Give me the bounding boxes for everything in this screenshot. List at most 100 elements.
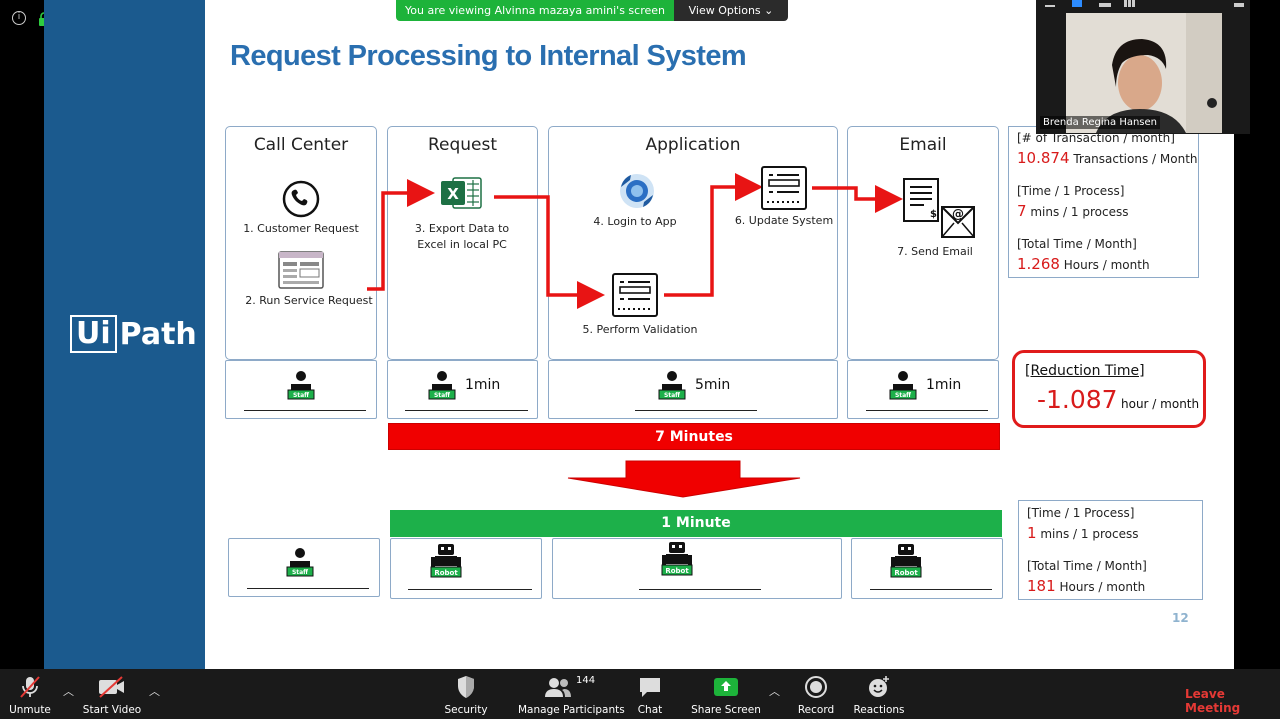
step-6-label: 6. Update System bbox=[734, 214, 834, 227]
staff-icon: Staff bbox=[657, 370, 687, 404]
gallery-view-icon[interactable] bbox=[1124, 0, 1136, 7]
staff-cell-automated-call-center: Staff bbox=[228, 538, 380, 597]
strip-view-icon[interactable] bbox=[1099, 3, 1111, 7]
svg-text:@: @ bbox=[952, 207, 964, 221]
stat-value-total-time: 181 Hours / month bbox=[1027, 577, 1146, 595]
column-request: Request bbox=[387, 126, 538, 360]
time-request: 1min bbox=[465, 377, 501, 393]
underline bbox=[635, 410, 757, 411]
stat-header-total-time: [Total Time / Month] bbox=[1017, 237, 1137, 251]
down-arrow-icon bbox=[567, 460, 801, 498]
underline bbox=[408, 589, 532, 590]
step-4-label: 4. Login to App bbox=[593, 215, 677, 228]
viewing-text: You are viewing Alvinna mazaya amini's s… bbox=[396, 0, 674, 21]
stat-header-time-per-process: [Time / 1 Process] bbox=[1027, 506, 1135, 520]
security-button[interactable]: Security bbox=[444, 669, 488, 719]
reactions-button[interactable]: Reactions bbox=[853, 669, 905, 719]
video-off-icon bbox=[99, 676, 124, 698]
column-application: Application bbox=[548, 126, 838, 360]
minimize-icon[interactable] bbox=[1045, 5, 1055, 7]
svg-text:$: $ bbox=[930, 209, 937, 220]
viewing-banner: You are viewing Alvinna mazaya amini's s… bbox=[396, 0, 788, 21]
shield-icon bbox=[458, 676, 474, 698]
stats-current: [# of Transaction / month] 10.874 Transa… bbox=[1008, 126, 1199, 278]
time-email: 1min bbox=[926, 377, 962, 393]
stat-header-time-per-process: [Time / 1 Process] bbox=[1017, 184, 1125, 198]
svg-text:Robot: Robot bbox=[894, 569, 918, 577]
unmute-button[interactable]: Unmute bbox=[9, 669, 51, 719]
staff-cell-email: Staff 1min bbox=[847, 360, 999, 419]
start-video-button[interactable]: Start Video bbox=[83, 669, 141, 719]
stat-value-time-per-process: 7 mins / 1 process bbox=[1017, 202, 1129, 220]
speaker-view-icon[interactable] bbox=[1072, 0, 1082, 7]
chevron-down-icon: ⌄ bbox=[764, 4, 774, 17]
stat-header-total-time: [Total Time / Month] bbox=[1027, 559, 1147, 573]
stat-value-transactions: 10.874 Transactions / Month bbox=[1017, 149, 1198, 167]
phone-icon bbox=[281, 179, 321, 223]
participant-video bbox=[1066, 13, 1222, 133]
video-panel-controls bbox=[1036, 0, 1250, 13]
staff-cell-call-center: Staff bbox=[225, 360, 377, 419]
audio-options-chevron-icon[interactable]: ︿ bbox=[63, 685, 74, 698]
underline bbox=[247, 588, 369, 589]
step-1-label: 1. Customer Request bbox=[243, 222, 359, 235]
update-system-icon bbox=[761, 166, 807, 214]
view-options-button[interactable]: View Options ⌄ bbox=[674, 0, 788, 21]
reduction-unit: hour / month bbox=[1121, 397, 1200, 411]
svg-text:Robot: Robot bbox=[665, 567, 689, 575]
page-number: 12 bbox=[1172, 611, 1189, 625]
share-screen-button[interactable]: Share Screen bbox=[691, 669, 761, 719]
participant-count-badge: 144 bbox=[576, 675, 596, 686]
staff-cell-request: Staff 1min bbox=[387, 360, 538, 419]
manage-participants-button[interactable]: 144 Manage Participants bbox=[518, 675, 625, 716]
robot-cell-email: Robot bbox=[851, 538, 1003, 599]
flow-arrows bbox=[367, 173, 903, 309]
slide-title: Request Processing to Internal System bbox=[230, 40, 747, 72]
participants-icon bbox=[545, 678, 571, 697]
robot-cell-application: Robot bbox=[552, 538, 842, 599]
smiley-plus-icon bbox=[869, 676, 889, 697]
underline bbox=[639, 589, 761, 590]
staff-icon: Staff bbox=[285, 547, 315, 581]
share-options-chevron-icon[interactable]: ︿ bbox=[769, 685, 780, 698]
stats-automated: [Time / 1 Process] 1 mins / 1 process [T… bbox=[1018, 500, 1203, 600]
step-3-label: 3. Export Data to Excel in local PC bbox=[414, 222, 510, 251]
info-icon[interactable]: i bbox=[12, 11, 26, 25]
reduction-title: [Reduction Time] bbox=[1025, 363, 1145, 379]
muted-microphone-icon bbox=[20, 676, 40, 698]
underline bbox=[870, 589, 992, 590]
video-options-chevron-icon[interactable]: ︿ bbox=[149, 685, 160, 698]
robot-icon: Robot bbox=[889, 543, 923, 583]
leave-meeting-button[interactable]: Leave Meeting bbox=[1185, 687, 1241, 715]
chat-button[interactable]: Chat bbox=[632, 669, 668, 719]
participant-video-panel[interactable]: Brenda Regina Hansen bbox=[1036, 0, 1250, 134]
reduction-time-box: [Reduction Time] -1.087 hour / month bbox=[1012, 350, 1206, 428]
web-form-icon bbox=[278, 251, 324, 293]
record-icon bbox=[805, 676, 827, 698]
svg-text:Robot: Robot bbox=[434, 569, 458, 577]
stat-header-transactions: [# of Transaction / month] bbox=[1017, 131, 1175, 145]
column-email: Email bbox=[847, 126, 999, 360]
underline bbox=[866, 410, 988, 411]
fullscreen-icon[interactable] bbox=[1234, 3, 1244, 7]
excel-icon: X bbox=[439, 176, 483, 214]
step-7-label: 7. Send Email bbox=[897, 245, 973, 258]
record-button[interactable]: Record bbox=[798, 669, 834, 719]
staff-cell-application: Staff 5min bbox=[548, 360, 838, 419]
stat-value-time-per-process: 1 mins / 1 process bbox=[1027, 524, 1139, 542]
share-screen-icon bbox=[714, 678, 738, 696]
participant-name: Brenda Regina Hansen bbox=[1040, 116, 1161, 129]
staff-icon: Staff bbox=[427, 370, 457, 404]
time-application: 5min bbox=[695, 377, 731, 393]
svg-text:Staff: Staff bbox=[293, 392, 309, 399]
underline bbox=[244, 410, 366, 411]
svg-text:Staff: Staff bbox=[664, 392, 680, 399]
underline bbox=[405, 410, 528, 411]
staff-icon: Staff bbox=[888, 370, 918, 404]
stat-value-total-time: 1.268 Hours / month bbox=[1017, 255, 1150, 273]
svg-text:Staff: Staff bbox=[895, 392, 911, 399]
